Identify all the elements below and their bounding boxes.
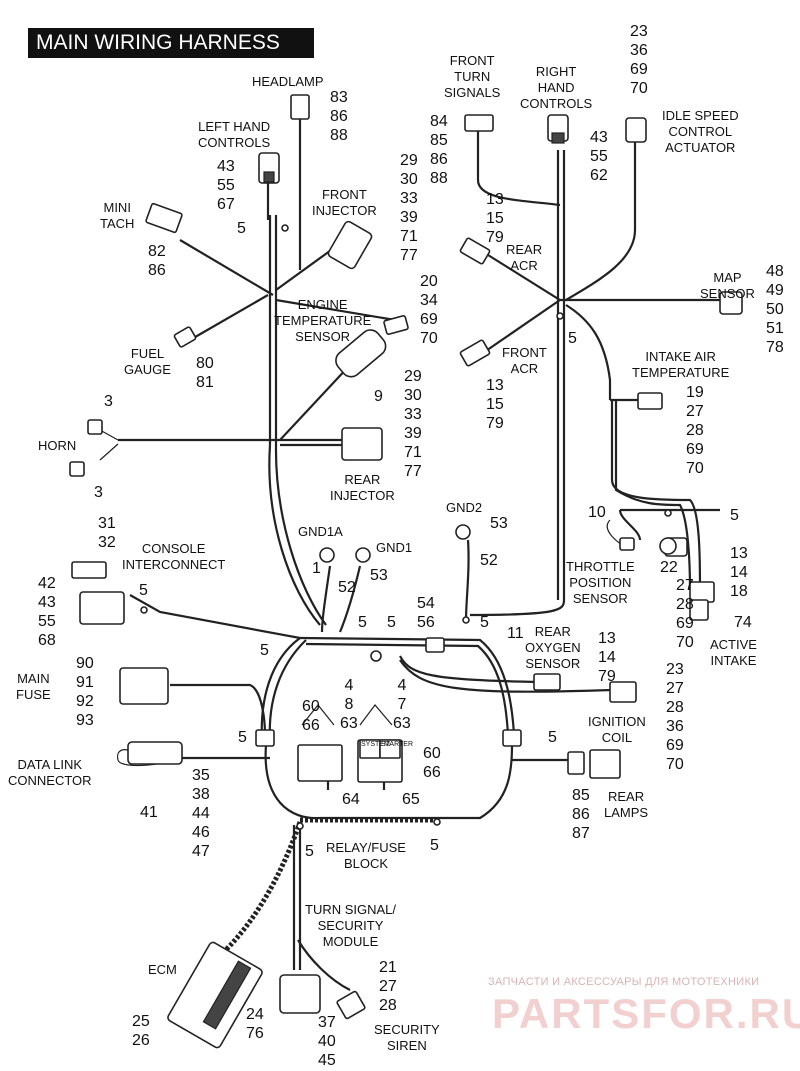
engine-temperature-sensor-label: ENGINE TEMPERATURE SENSOR bbox=[274, 297, 372, 344]
gnd1-ref-53: 53 bbox=[370, 567, 388, 584]
clip-ref-5: 5 bbox=[430, 837, 439, 854]
ref-10: 10 bbox=[588, 504, 606, 521]
relay-starter-text: STARTER bbox=[381, 741, 414, 748]
clip-ref-5: 5 bbox=[730, 507, 739, 524]
diagram-title: MAIN WIRING HARNESS bbox=[28, 28, 314, 58]
front-acr-refs: 13 15 79 bbox=[486, 377, 504, 432]
clip-ref-5: 5 bbox=[568, 330, 577, 347]
main-fuse-refs: 90 91 92 93 bbox=[76, 655, 94, 729]
front-turn-signals-label: FRONT TURN SIGNALS bbox=[444, 53, 501, 100]
ecm-right-refs: 24 76 bbox=[246, 1006, 264, 1042]
clip-ref-5: 5 bbox=[480, 614, 489, 631]
clip-markers bbox=[140, 224, 672, 830]
clip-ref-5: 5 bbox=[305, 843, 314, 860]
throttle-ref-22: 22 bbox=[660, 559, 678, 576]
mini-tach-refs: 82 86 bbox=[148, 243, 166, 279]
clip-ref-5: 5 bbox=[387, 614, 396, 631]
active-intake-ref-74: 74 bbox=[734, 614, 752, 631]
relay-system-text: SYSTEM bbox=[361, 741, 390, 748]
map-sensor-refs: 48 49 50 51 78 bbox=[766, 263, 784, 356]
gnd2-ref-52: 52 bbox=[480, 552, 498, 569]
rear-lamps-refs: 85 86 87 bbox=[572, 787, 590, 842]
relay-fuse-block-label: RELAY/FUSE BLOCK bbox=[326, 840, 406, 871]
active-intake-refs: 13 14 18 bbox=[730, 545, 748, 600]
front-turn-signals-refs: 84 85 86 88 bbox=[430, 113, 448, 187]
relay-left-refs: 4 8 63 bbox=[340, 677, 358, 732]
fuel-gauge-label: FUEL GAUGE bbox=[124, 346, 171, 377]
throttle-position-sensor-label: THROTTLE POSITION SENSOR bbox=[566, 559, 635, 606]
lower-harness-wires bbox=[213, 821, 351, 991]
watermark-tagline: ЗАПЧАСТИ И АКСЕССУАРЫ ДЛЯ МОТОТЕХНИКИ bbox=[488, 976, 760, 988]
headlamp-label: HEADLAMP bbox=[252, 74, 324, 89]
right-hand-controls-refs: 43 55 62 bbox=[590, 129, 608, 184]
main-fuse-label: MAIN FUSE bbox=[16, 671, 51, 702]
rear-acr-refs: 13 15 79 bbox=[486, 191, 504, 246]
ref-11: 11 bbox=[507, 625, 524, 642]
ref-64: 64 bbox=[342, 791, 360, 808]
console-interconnect-label: CONSOLE INTERCONNECT bbox=[122, 541, 226, 572]
security-siren-refs: 21 27 28 bbox=[379, 959, 397, 1014]
right-hand-controls-label: RIGHT HAND CONTROLS bbox=[520, 64, 593, 111]
clip-ref-5: 5 bbox=[548, 729, 557, 746]
gnd2-label: GND2 bbox=[446, 500, 483, 515]
rear-lamps-label: REAR LAMPS bbox=[604, 789, 649, 820]
left-hand-controls-label: LEFT HAND CONTROLS bbox=[198, 119, 271, 150]
relay-right-refs: 4 7 63 bbox=[393, 677, 411, 732]
gnd1-ref-52: 52 bbox=[338, 579, 356, 596]
turn-signal-security-module-label: TURN SIGNAL/ SECURITY MODULE bbox=[305, 902, 397, 949]
gnd1-ref-1: 1 bbox=[312, 560, 321, 577]
ignition-coil-label: IGNITION COIL bbox=[588, 714, 646, 745]
headlamp-refs: 83 86 88 bbox=[330, 89, 348, 144]
gnd2-ref-53: 53 bbox=[490, 515, 508, 532]
fuel-gauge-refs: 80 81 bbox=[196, 355, 214, 391]
rear-injector-refs: 29 30 33 39 71 77 bbox=[404, 368, 422, 480]
gnd1-label: GND1 bbox=[376, 540, 413, 555]
left-hand-controls-refs: 43 55 67 bbox=[217, 158, 235, 213]
console-refs: 31 32 bbox=[98, 515, 116, 551]
gnd1a-label: GND1A bbox=[298, 524, 343, 539]
rear-oxygen-sensor-label: REAR OXYGEN SENSOR bbox=[525, 624, 581, 671]
rear-acr-label: REAR ACR bbox=[506, 242, 543, 273]
ignition-coil-refs: 23 27 28 36 69 70 bbox=[666, 661, 684, 773]
intake-air-temperature-label: INTAKE AIR TEMPERATURE bbox=[632, 349, 730, 380]
front-injector-label: FRONT INJECTOR bbox=[312, 187, 377, 218]
data-link-connector-label: DATA LINK CONNECTOR bbox=[8, 757, 92, 788]
ref-54-56: 54 56 bbox=[417, 595, 435, 631]
front-injector-refs: 29 30 33 39 71 77 bbox=[400, 152, 418, 264]
throttle-position-refs: 27 28 69 70 bbox=[676, 577, 694, 651]
clip-ref-5: 5 bbox=[139, 582, 148, 599]
item-9-ref: 9 bbox=[374, 388, 383, 405]
idle-speed-refs: 23 36 69 70 bbox=[630, 23, 648, 97]
intake-air-temp-refs: 19 27 28 69 70 bbox=[686, 384, 704, 477]
clip-ref-5: 5 bbox=[237, 220, 246, 237]
horn-top-ref: 3 bbox=[104, 393, 113, 410]
console-connector-refs: 42 43 55 68 bbox=[38, 575, 56, 649]
ecm-label: ECM bbox=[148, 962, 177, 977]
connectors bbox=[69, 94, 743, 1049]
mini-tach-label: MINI TACH bbox=[100, 200, 135, 231]
rear-injector-label: REAR INJECTOR bbox=[330, 472, 395, 503]
relay-left-60-66: 60 66 bbox=[302, 698, 320, 734]
engine-temperature-refs: 20 34 69 70 bbox=[420, 273, 438, 347]
ref-41: 41 bbox=[140, 804, 158, 821]
horn-label: HORN bbox=[38, 438, 77, 453]
ecm-left-refs: 25 26 bbox=[132, 1013, 150, 1049]
relay-right-60-66: 60 66 bbox=[423, 745, 441, 781]
ref-65: 65 bbox=[402, 791, 420, 808]
clip-ref-5: 5 bbox=[260, 642, 269, 659]
data-link-refs: 35 38 44 46 47 bbox=[192, 767, 210, 860]
idle-speed-control-actuator-label: IDLE SPEED CONTROL ACTUATOR bbox=[662, 108, 739, 155]
horn-bottom-ref: 3 bbox=[94, 484, 103, 501]
clip-ref-5: 5 bbox=[358, 614, 367, 631]
watermark-brand: PARTSFOR.RU bbox=[492, 990, 800, 1037]
front-acr-label: FRONT ACR bbox=[502, 345, 547, 376]
rear-oxygen-refs: 13 14 79 bbox=[598, 630, 616, 685]
security-siren-label: SECURITY SIREN bbox=[374, 1022, 440, 1053]
active-intake-label: ACTIVE INTAKE bbox=[710, 637, 757, 668]
map-sensor-label: MAP SENSOR bbox=[700, 270, 755, 301]
clip-ref-5: 5 bbox=[238, 729, 247, 746]
security-module-refs: 37 40 45 bbox=[318, 1014, 336, 1069]
